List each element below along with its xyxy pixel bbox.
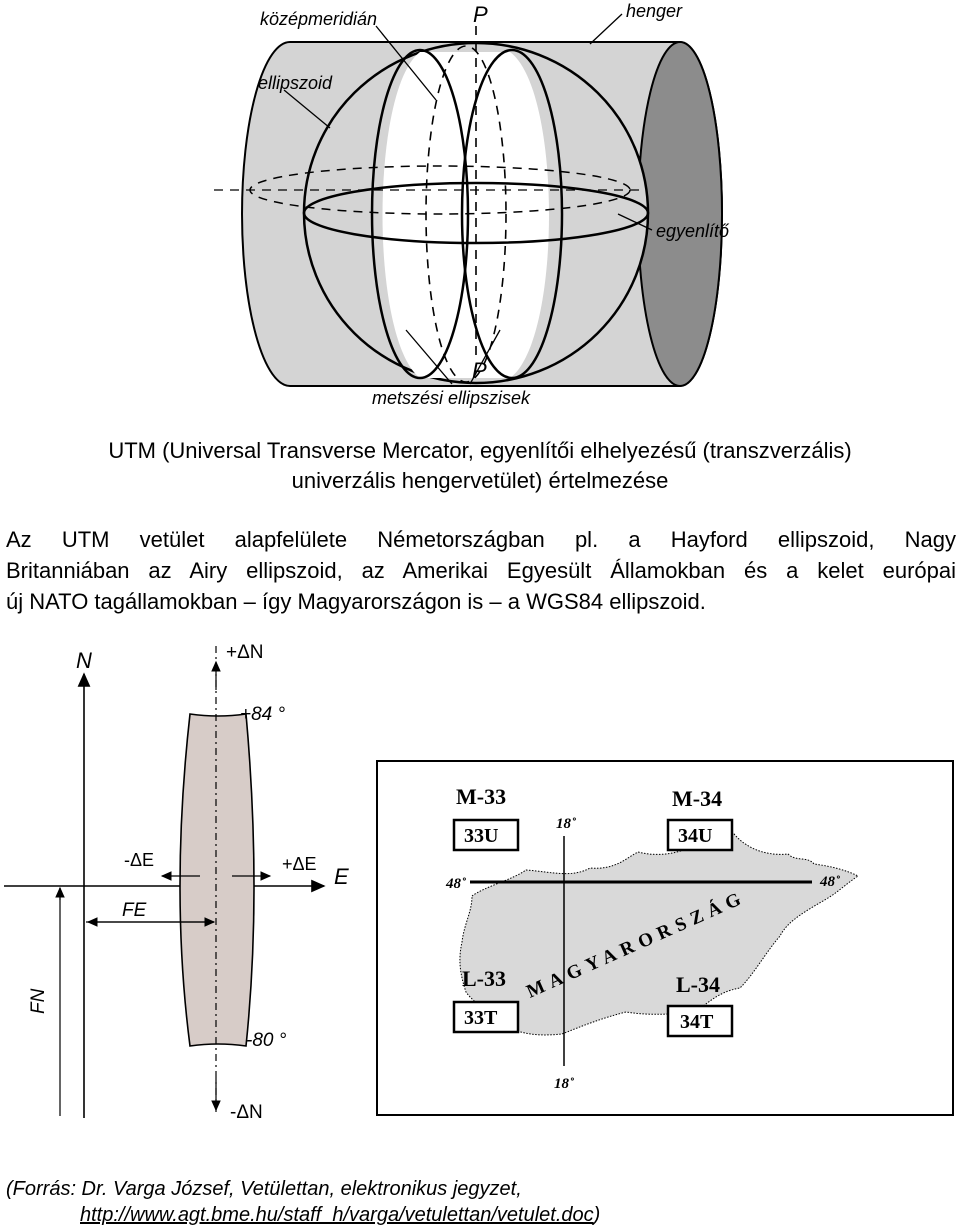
label-ellipszoid: ellipszoid	[258, 73, 333, 93]
label-kozepmeridian: középmeridián	[260, 9, 377, 29]
body-paragraph: Az UTM vetület alapfelülete Németországb…	[6, 524, 956, 617]
caption-line-1: UTM (Universal Transverse Mercator, egye…	[108, 438, 852, 463]
paragraph-line-2: Britanniában az Airy ellipszoid, az Amer…	[6, 558, 956, 583]
zone-box-33u	[452, 818, 520, 852]
label-metszesi: metszési ellipszisek	[372, 388, 531, 408]
label-fn: FN	[28, 988, 49, 1014]
label-l34: L-34	[676, 972, 720, 997]
label-m34: M-34	[672, 786, 722, 811]
label-plus84: +84 °	[240, 704, 286, 725]
label-l33: L-33	[462, 966, 506, 991]
secant-band	[382, 52, 549, 378]
leader-metszesi-1	[405, 329, 453, 385]
source-line-2: http://www.agt.bme.hu/staff_h/varga/vetu…	[6, 1202, 956, 1228]
figure-caption: UTM (Universal Transverse Mercator, egye…	[0, 436, 960, 496]
label-pole-bottom: P	[472, 358, 487, 383]
label-minus-de: -ΔE	[124, 850, 154, 870]
label-33u: 33U	[464, 825, 498, 847]
label-plus-dn: +ΔN	[226, 642, 264, 663]
source-citation: (Forrás: Dr. Varga József, Vetülettan, e…	[6, 1176, 956, 1228]
label-egyenlito: egyenlítő	[656, 221, 730, 241]
leader-metszesi-2	[469, 329, 501, 385]
label-48-right: 48˚	[819, 874, 840, 890]
utm-zone-figure: N +ΔN +84 ° -ΔE +ΔE E FE FN -80 ° -ΔN	[4, 642, 349, 1123]
source-line-1: (Forrás: Dr. Varga József, Vetülettan, e…	[6, 1178, 522, 1200]
label-34u: 34U	[678, 825, 712, 847]
caption-line-2: univerzális hengervetület) értelmezése	[291, 468, 669, 493]
cylinder-end	[637, 41, 723, 387]
paragraph-line-1: Az UTM vetület alapfelülete Németországb…	[6, 527, 956, 552]
label-18-bottom: 18˚	[554, 1076, 574, 1092]
leader-henger	[589, 13, 623, 45]
label-minus-dn: -ΔN	[230, 1102, 263, 1123]
label-henger: henger	[626, 1, 683, 21]
utm-cylinder-figure: középmeridián P henger ellipszoid egyenl…	[214, 1, 730, 408]
zone-box-34t	[666, 1004, 734, 1038]
zone-box-34u	[666, 818, 734, 852]
zone-box-33t	[452, 1000, 520, 1034]
label-48-left: 48˚	[445, 876, 466, 892]
leader-egyenlito	[617, 213, 653, 231]
label-n: N	[76, 648, 92, 673]
label-plus-de: +ΔE	[282, 854, 317, 874]
utm-zone-shape	[179, 713, 255, 1047]
secant-ellipse-right	[460, 48, 564, 380]
source-link[interactable]: http://www.agt.bme.hu/staff_h/varga/vetu…	[80, 1204, 594, 1226]
paragraph-line-3: új NATO tagállamokban – így Magyarország…	[6, 589, 706, 614]
source-close: )	[593, 1204, 601, 1226]
equator-line	[302, 181, 650, 245]
label-fe: FE	[122, 900, 147, 921]
leader-kozepmeridian	[375, 25, 437, 101]
hungary-zone-map: M-33 M-34 33U 34U L-33 L-34 33T 34T 18˚ …	[376, 760, 954, 1116]
label-34t: 34T	[680, 1011, 714, 1033]
leader-ellipszoid	[283, 89, 331, 129]
label-minus80: -80 °	[246, 1030, 287, 1051]
label-33t: 33T	[464, 1007, 498, 1029]
label-pole-top: P	[473, 2, 488, 27]
label-e: E	[334, 864, 349, 889]
label-m33: M-33	[456, 784, 506, 809]
label-18-top: 18˚	[556, 816, 576, 832]
